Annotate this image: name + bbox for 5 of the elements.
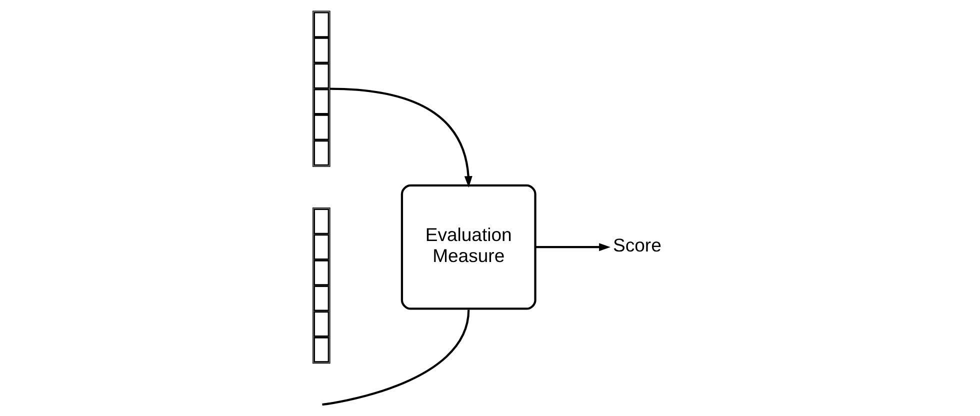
connector [322,310,470,406]
arrow [535,243,610,252]
node-text: Score [613,234,662,256]
node-box: Evaluation Measure [400,184,536,310]
arrow [330,88,472,188]
